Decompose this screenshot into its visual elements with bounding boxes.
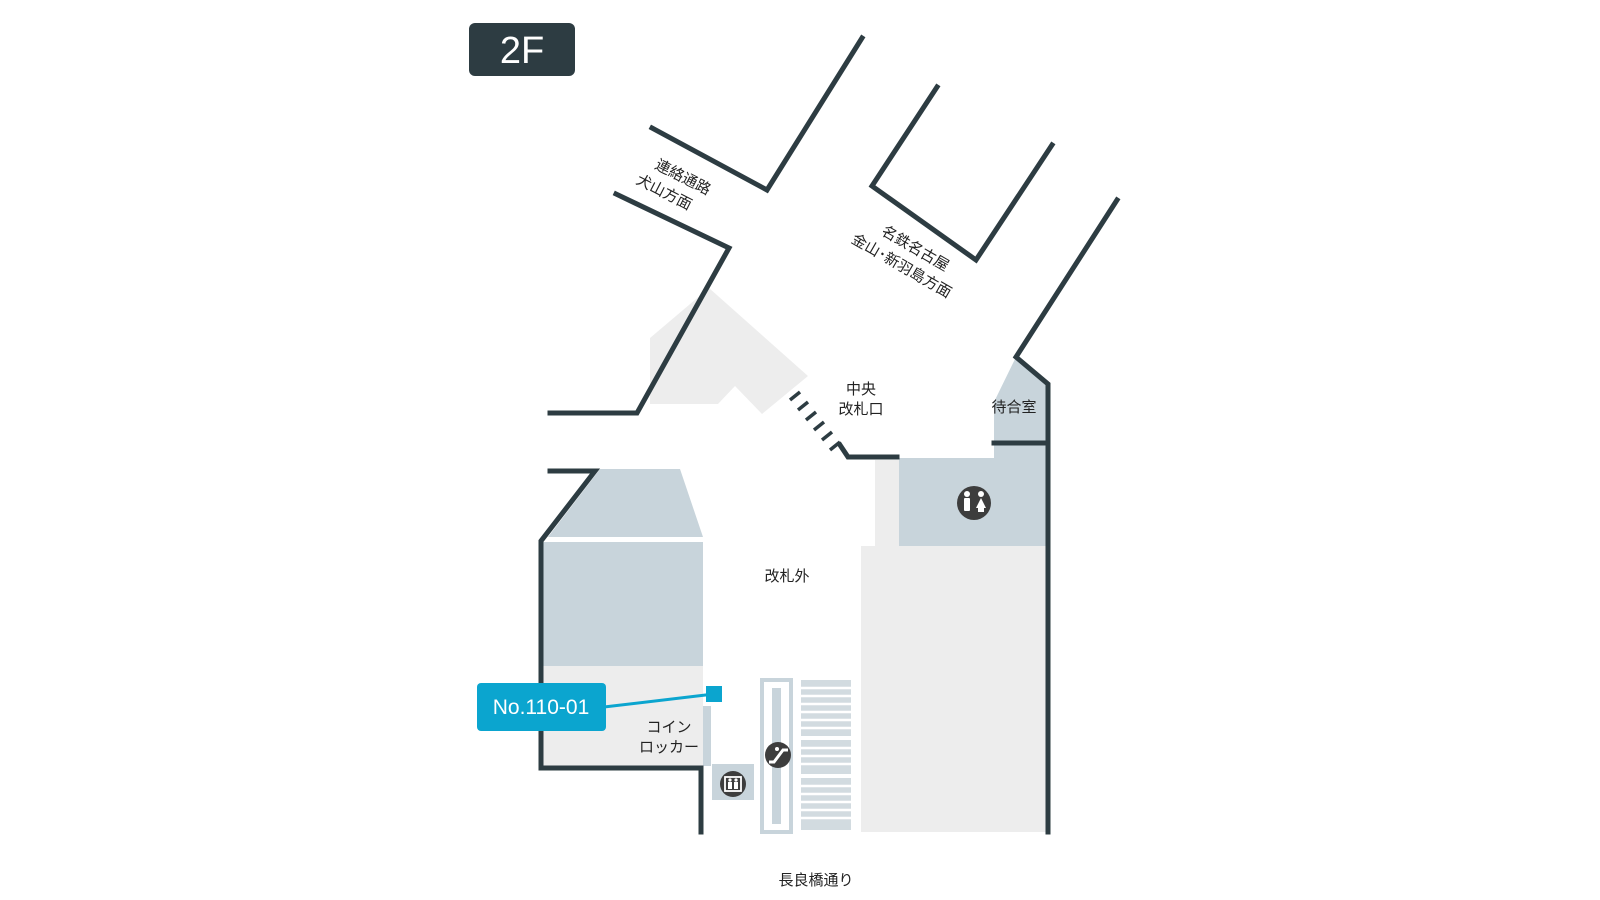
nagarabashi-street-label: 長良橋通り — [778, 871, 853, 889]
locker-tag-label: No.110-01 — [493, 696, 590, 719]
elevator-icon — [720, 771, 746, 797]
escalator-icon — [765, 742, 791, 768]
wall-connecting-passage-bottom — [547, 190, 733, 416]
outside-gate-label: 改札外 — [764, 567, 809, 585]
wall-left-block — [538, 468, 704, 835]
ticket-gate — [788, 390, 842, 452]
concourse-area-right-strip — [875, 460, 899, 546]
wall-meitetsu-right — [1012, 196, 1121, 835]
wall-connecting-passage-top — [648, 34, 866, 194]
concourse-area-right — [861, 546, 1048, 832]
waiting-room-area — [994, 357, 1046, 443]
escalator-stair-bottom-lines — [801, 784, 851, 820]
floor-badge: 2F — [469, 23, 575, 76]
wall-meitetsu-top — [868, 83, 1056, 264]
shop-area-middle — [543, 542, 703, 666]
central-gate-label-2: 改札口 — [838, 400, 883, 418]
label-meitetsu: 名鉄名古屋 金山･新羽島方面 — [848, 222, 954, 302]
locker-callout-line — [603, 692, 715, 709]
escalator-stair-top — [801, 680, 851, 736]
floor-label: 2F — [500, 30, 544, 72]
locker-partition — [703, 706, 711, 766]
central-gate-label-1: 中央 — [846, 380, 876, 398]
coin-locker-label-2: ロッカー — [639, 738, 699, 756]
shop-area-top — [548, 469, 703, 537]
waiting-room-label: 待合室 — [991, 398, 1036, 416]
escalator-stair-top-lines — [801, 686, 851, 730]
locker-marker[interactable] — [706, 686, 722, 702]
escalator-frame — [760, 678, 793, 834]
locker-tag[interactable]: No.110-01 — [477, 683, 606, 731]
escalator-stair-middle-lines — [801, 746, 851, 766]
restroom-icon — [957, 486, 991, 520]
coin-locker-label-1: コイン — [646, 718, 691, 736]
wall-gate-bottom — [836, 441, 900, 460]
